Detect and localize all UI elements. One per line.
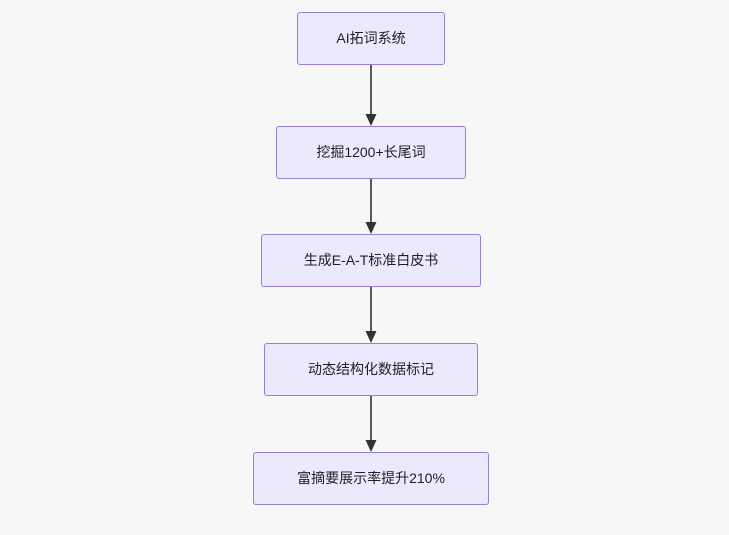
flow-node-4-label: 动态结构化数据标记 bbox=[308, 361, 434, 378]
flow-node-3[interactable]: 生成E-A-T标准白皮书 bbox=[261, 234, 481, 287]
flow-edge-4-5 bbox=[365, 396, 377, 452]
flow-edge-2-3 bbox=[365, 179, 377, 234]
flow-node-5[interactable]: 富摘要展示率提升210% bbox=[253, 452, 489, 505]
flow-edge-1-2 bbox=[365, 65, 377, 126]
flow-node-2-label: 挖掘1200+长尾词 bbox=[316, 144, 426, 161]
flow-node-1-label: AI拓词系统 bbox=[336, 30, 406, 47]
flow-node-3-label: 生成E-A-T标准白皮书 bbox=[303, 252, 439, 269]
flow-node-5-label: 富摘要展示率提升210% bbox=[297, 470, 445, 487]
flow-edge-3-4 bbox=[365, 287, 377, 343]
flow-node-1[interactable]: AI拓词系统 bbox=[297, 12, 445, 65]
flow-node-4[interactable]: 动态结构化数据标记 bbox=[264, 343, 478, 396]
flow-node-2[interactable]: 挖掘1200+长尾词 bbox=[276, 126, 466, 179]
